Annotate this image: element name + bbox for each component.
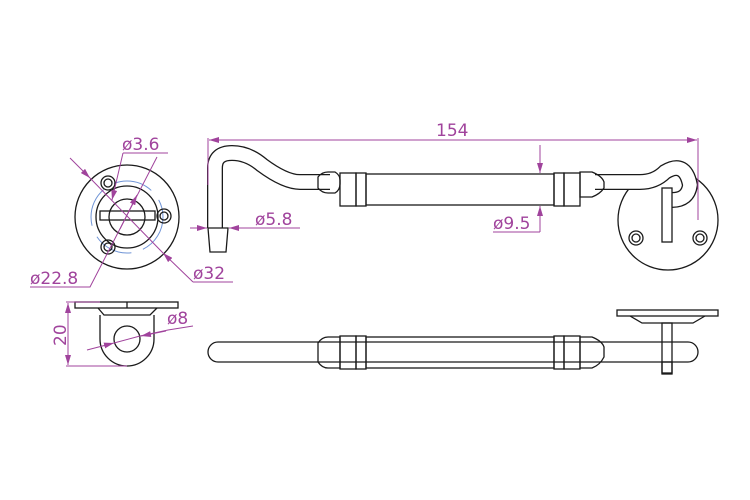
- hook-side-view: [207, 309, 719, 375]
- dim-eye-hole-label: ø8: [167, 309, 188, 329]
- dim-tip-diameter-label: ø5.8: [255, 210, 292, 230]
- dim-tip-diameter: ø5.8: [190, 210, 300, 231]
- dim-hole-circle: ø22.8: [30, 156, 158, 289]
- dim-eye-height: 20: [51, 301, 127, 367]
- dim-screw-hole-label: ø3.6: [122, 135, 159, 155]
- dim-screw-hole: ø3.6: [112, 135, 168, 200]
- plate-front-view: [74, 164, 180, 270]
- dim-bar-diameter: ø9.5: [493, 145, 543, 234]
- dim-eye-hole: ø8: [86, 309, 194, 351]
- screw-holes: [100, 175, 172, 255]
- dim-hole-circle-label: ø22.8: [30, 269, 78, 289]
- dim-plate-diameter: ø32: [69, 157, 233, 284]
- hook-top-view: [207, 144, 719, 271]
- dim-length-label: 154: [436, 121, 468, 141]
- dim-plate-diameter-label: ø32: [193, 264, 225, 284]
- dim-eye-height-label: 20: [51, 324, 71, 346]
- dim-length: 154: [207, 121, 699, 220]
- dim-bar-diameter-label: ø9.5: [493, 214, 530, 234]
- eye-side-view: [74, 301, 179, 367]
